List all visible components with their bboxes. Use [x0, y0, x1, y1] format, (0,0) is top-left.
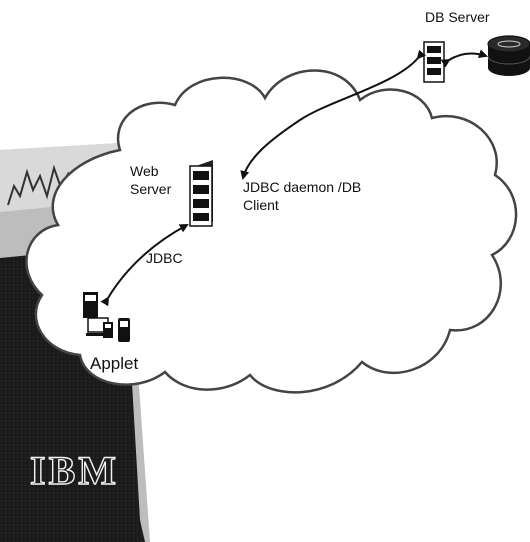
jdbc-daemon-label: JDBC daemon /DB Client — [243, 179, 362, 213]
ibm-logo-text: IBM — [30, 448, 119, 492]
connection-dbserver-to-database — [440, 49, 488, 68]
jdbc-label: JDBC — [146, 250, 183, 266]
connection-applet-to-webserver — [100, 224, 189, 307]
applet-label: Applet — [90, 354, 139, 373]
connection-dbserver-to-client — [240, 49, 426, 180]
db-server-icon — [423, 41, 445, 83]
web-server-icon — [189, 160, 213, 227]
handheld-device-icon — [118, 318, 130, 342]
client-computer-icon — [83, 292, 113, 338]
db-server-label: DB Server — [425, 9, 490, 25]
database-icon — [487, 35, 530, 76]
network-cloud — [25, 69, 518, 394]
ibm-logo: IBM — [29, 448, 119, 492]
web-server-label: Web Server — [130, 163, 172, 197]
